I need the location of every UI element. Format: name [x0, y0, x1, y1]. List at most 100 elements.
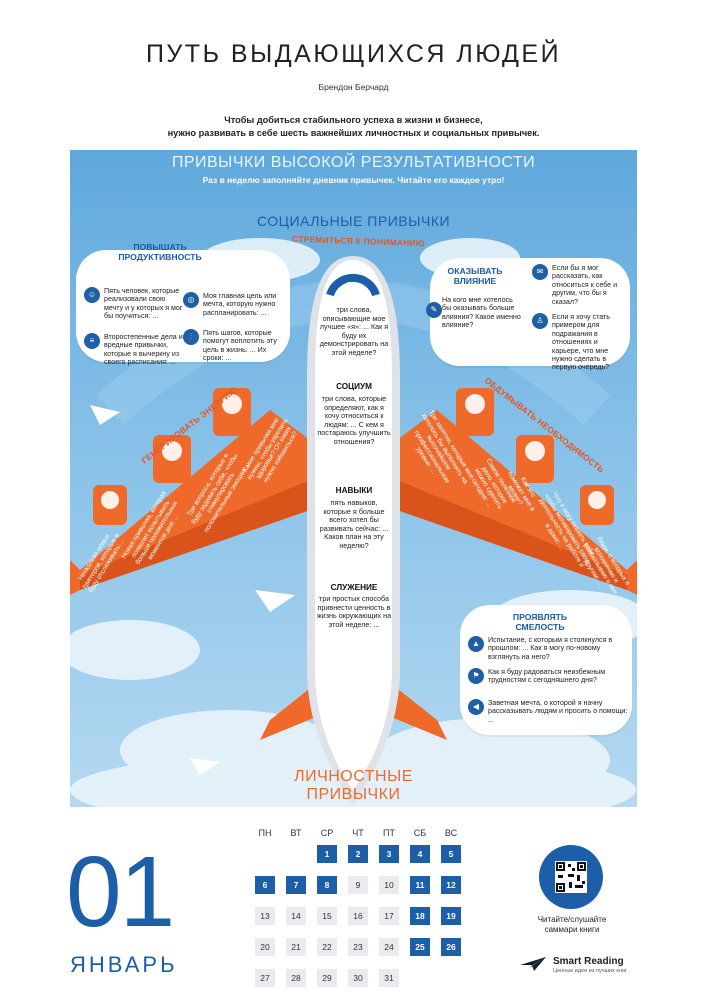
book-author: Брендон Берчард	[318, 82, 389, 92]
calendar-day[interactable]: 10	[379, 876, 399, 894]
influence-title: ОКАЗЫВАТЬ ВЛИЯНИЕ	[447, 266, 503, 286]
calendar-day[interactable]: 29	[317, 969, 337, 987]
skills-heading: НАВЫКИ	[328, 486, 380, 495]
calendar-day[interactable]: 4	[410, 845, 430, 863]
personal-line-2: ПРИВЫЧКИ	[306, 786, 401, 803]
calendar-day[interactable]: 6	[255, 876, 275, 894]
intro-text: Чтобы добиться стабильного успеха в жизн…	[0, 114, 707, 140]
productivity-card	[76, 250, 290, 362]
calendar-day[interactable]: 27	[255, 969, 275, 987]
calendar-day[interactable]: 20	[255, 938, 275, 956]
calendar-day[interactable]: 21	[286, 938, 306, 956]
influence-question: ✎ На кого мне хотелось бы оказывать боль…	[426, 296, 522, 330]
weekday-label: СБ	[413, 828, 427, 838]
poster-title: ПРИВЫЧКИ ВЫСОКОЙ РЕЗУЛЬТАТИВНОСТИ	[171, 154, 536, 171]
weekday-label: СР	[320, 828, 334, 838]
ya-text: три слова, описывающие мое лучшее «я»: .…	[319, 305, 389, 357]
calendar-day[interactable]: 26	[441, 938, 461, 956]
document-icon: ≡	[84, 333, 100, 349]
chat-icon: ✎	[426, 302, 442, 318]
intro-line-2: нужно развивать в себе шесть важнейших л…	[167, 128, 540, 138]
page-title: ПУТЬ ВЫДАЮЩИХСЯ ЛЮДЕЙ	[145, 40, 562, 68]
calendar-day[interactable]: 8	[317, 876, 337, 894]
poster-subtitle: Раз в неделю заполняйте дневник привычек…	[202, 175, 505, 185]
chat-icon: ✉	[532, 264, 548, 280]
speaker-icon: ◀	[468, 699, 484, 715]
courage-item-text: Заветная мечта, о которой я начну расска…	[488, 699, 628, 724]
courage-item-text: Как я буду радоваться неизбежным труднос…	[488, 668, 606, 685]
qr-caption-line-2: саммари книги	[544, 925, 600, 934]
calendar-day[interactable]: 24	[379, 938, 399, 956]
ya-label: Я	[346, 281, 354, 292]
weekday-label: ВТ	[290, 828, 302, 838]
calendar-day[interactable]: 18	[410, 907, 430, 925]
calendar-day[interactable]: 3	[379, 845, 399, 863]
productivity-title: ПОВЫШАТЬ ПРОДУКТИВНОСТЬ	[118, 242, 202, 262]
calendar-day[interactable]: 28	[286, 969, 306, 987]
calendar-day[interactable]: 22	[317, 938, 337, 956]
productivity-item: ◎ Моя главная цель или мечта, которую ну…	[183, 292, 283, 317]
calendar-day[interactable]: 14	[286, 907, 306, 925]
calendar-day[interactable]: 16	[348, 907, 368, 925]
target-icon: ◎	[183, 292, 199, 308]
calendar-day[interactable]: 12	[441, 876, 461, 894]
service-text: три простых способа привнести ценность в…	[316, 594, 392, 629]
calendar-day[interactable]: 13	[255, 907, 275, 925]
courage-title: ПРОЯВЛЯТЬ СМЕЛОСТЬ	[512, 612, 568, 632]
brand-name: Smart Reading	[553, 956, 624, 967]
calendar-day[interactable]: 31	[379, 969, 399, 987]
mountain-icon: ▲	[468, 636, 484, 652]
qr-caption: Читайте/слушайте саммари книги	[520, 915, 624, 935]
calendar-day[interactable]: 17	[379, 907, 399, 925]
people-icon: ☺	[84, 287, 100, 303]
influence-item: ♙ Если я хочу стать примером для подража…	[532, 313, 626, 372]
weekday-label: ПН	[258, 828, 272, 838]
courage-item-text: Испытание, с которым я столкнулся в прош…	[488, 636, 613, 661]
influence-item-text: Если я хочу стать примером для подражани…	[552, 313, 611, 372]
day-number: 01	[66, 836, 175, 948]
weekday-label: ВС	[444, 828, 458, 838]
service-heading: СЛУЖЕНИЕ	[322, 583, 386, 592]
socium-heading: СОЦИУМ	[328, 382, 380, 391]
weekday-label: ЧТ	[352, 828, 364, 838]
qr-caption-line-1: Читайте/слушайте	[537, 915, 607, 924]
calendar-day[interactable]: 30	[348, 969, 368, 987]
social-habits-title: СОЦИАЛЬНЫЕ ПРИВЫЧКИ	[256, 213, 451, 229]
productivity-item: ☺ Пять человек, которые реализовали свою…	[84, 287, 184, 321]
infographic-poster: ПРИВЫЧКИ ВЫСОКОЙ РЕЗУЛЬТАТИВНОСТИ Раз в …	[70, 150, 637, 807]
productivity-item-text: Моя главная цель или мечта, которую нужн…	[203, 292, 277, 317]
weekday-label: ПТ	[383, 828, 395, 838]
personal-habits-title: ЛИЧНОСТНЫЕ ПРИВЫЧКИ	[70, 768, 637, 804]
calendar-day[interactable]: 9	[348, 876, 368, 894]
productivity-item: ≡ Второстепенные дела и вредные привычки…	[84, 333, 184, 367]
ladder-icon: ⫶	[183, 329, 199, 345]
courage-item: ▲ Испытание, с которым я столкнулся в пр…	[468, 636, 628, 661]
calendar-day[interactable]: 7	[286, 876, 306, 894]
brand-tagline: Ценные идеи из лучших книг	[553, 968, 627, 974]
influence-question-text: На кого мне хотелось бы оказывать больше…	[442, 296, 521, 330]
socium-text: три слова, которые определяют, как я хоч…	[317, 394, 391, 446]
calendar-day[interactable]: 19	[441, 907, 461, 925]
calendar-day[interactable]: 15	[317, 907, 337, 925]
calendar-day[interactable]: 5	[441, 845, 461, 863]
productivity-item-text: Второстепенные дела и вредные привычки, …	[104, 333, 183, 367]
influence-item: ✉ Если бы я мог рассказать, как относить…	[532, 264, 626, 306]
productivity-item-text: Пять человек, которые реализовали свою м…	[104, 287, 183, 321]
courage-item: ◀ Заветная мечта, о которой я начну расс…	[468, 699, 628, 724]
airplane-illustration	[70, 238, 637, 807]
calendar-day[interactable]: 23	[348, 938, 368, 956]
skills-text: пять навыков, которые я больше всего хот…	[319, 498, 389, 550]
courage-item: ⚑ Как я буду радоваться неизбежным трудн…	[468, 668, 628, 685]
calendar-day[interactable]: 1	[317, 845, 337, 863]
productivity-item: ⫶ Пять шагов, которые помогут воплотить …	[183, 329, 283, 363]
calendar-day[interactable]: 11	[410, 876, 430, 894]
calendar-day[interactable]: 25	[410, 938, 430, 956]
influence-card	[430, 258, 630, 366]
courage-card	[460, 605, 632, 735]
month-name: ЯНВАРЬ	[70, 952, 178, 977]
climber-icon: ⚑	[468, 668, 484, 684]
calendar-day[interactable]: 2	[348, 845, 368, 863]
productivity-item-text: Пять шагов, которые помогут воплотить эт…	[203, 329, 277, 363]
smart-reading-logo-icon	[520, 957, 546, 971]
qr-code-icon[interactable]	[555, 861, 587, 893]
